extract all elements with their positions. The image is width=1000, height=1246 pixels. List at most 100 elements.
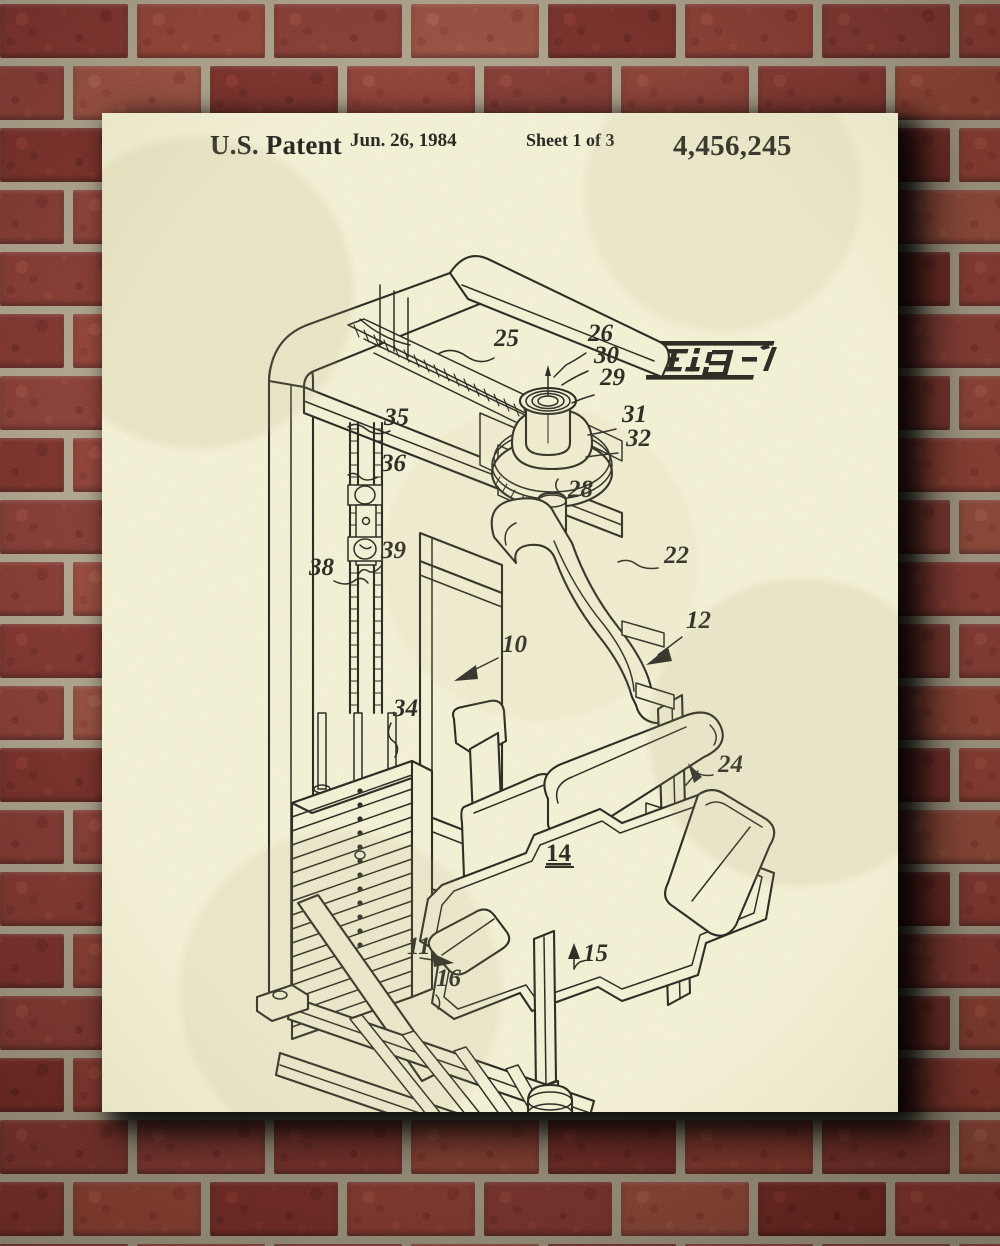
reference-numeral-39: 39 [380,537,407,564]
reference-numeral-28: 28 [567,476,594,503]
brick-row [0,1240,1000,1246]
reference-numeral-12: 12 [686,607,711,634]
reference-numeral-24: 24 [717,751,743,778]
brick [959,376,1000,430]
reference-numeral-31: 31 [621,401,647,428]
brick [0,190,64,244]
seat-pad-assembly [418,699,776,1091]
reference-numeral-34: 34 [392,695,418,722]
brick [895,190,1000,244]
brick [137,1120,265,1174]
brick [959,1120,1000,1174]
brick [548,1244,676,1246]
brick [959,500,1000,554]
brick [895,66,1000,120]
brick [895,810,1000,864]
brick [959,4,1000,58]
brick [347,1182,475,1236]
brick [0,934,64,988]
brick [0,686,64,740]
brick [137,4,265,58]
brick [895,562,1000,616]
brick [959,624,1000,678]
brick [0,4,128,58]
brick-row [0,62,1000,124]
brick [758,1182,886,1236]
brick [895,314,1000,368]
patent-office-label: U.S. Patent [210,130,342,160]
brick [0,66,64,120]
reference-numeral-25: 25 [493,325,519,352]
reference-leaders [333,349,714,1010]
reference-numeral-38: 38 [308,554,335,581]
brick [411,1244,539,1246]
brick [0,1120,128,1174]
brick [73,1182,201,1236]
brick [548,4,676,58]
reference-numeral-11: 11 [407,933,431,960]
machine-base-frame [255,893,596,1112]
reference-arrowheads [419,636,702,970]
brick [895,438,1000,492]
brick [959,1244,1000,1246]
patent-number: 4,456,245 [673,130,792,162]
brick [0,314,64,368]
patent-date: Jun. 26, 1984 [350,130,457,151]
brick [685,1244,813,1246]
brick [895,1182,1000,1236]
brick [959,996,1000,1050]
reference-numeral-35: 35 [383,404,409,431]
brick [822,1244,950,1246]
brick [0,810,64,864]
brick [959,252,1000,306]
brick [822,1120,950,1174]
reference-numeral-30: 30 [593,342,620,369]
brick [959,128,1000,182]
brick [895,686,1000,740]
reference-numeral-29: 29 [599,364,626,391]
brick [274,1244,402,1246]
brick [411,1120,539,1174]
brick [548,1120,676,1174]
patent-header: U.S. Patent Jun. 26, 1984 Sheet 1 of 3 4… [102,130,898,172]
brick [210,66,338,120]
reference-numeral-15: 15 [583,940,608,967]
reference-numeral-26: 26 [587,320,614,347]
brick [0,438,64,492]
sheet-number: Sheet 1 of 3 [526,130,615,150]
brick [685,1120,813,1174]
brick [484,66,612,120]
chain-pulley-column [313,421,401,794]
brick-row [0,1178,1000,1240]
brick [347,66,475,120]
brick [0,562,64,616]
reference-numeral-36: 36 [380,450,407,477]
brick [411,4,539,58]
brick [0,1244,128,1246]
weight-stack [290,759,434,1041]
brick [73,66,201,120]
brick [621,66,749,120]
brick [959,872,1000,926]
brick [0,1182,64,1236]
patent-poster: U.S. Patent Jun. 26, 1984 Sheet 1 of 3 4… [102,113,898,1112]
figure-label [632,335,796,387]
brick [484,1182,612,1236]
brick [959,748,1000,802]
brick [895,934,1000,988]
reference-numeral-16: 16 [436,965,462,992]
brick [621,1182,749,1236]
brick [210,1182,338,1236]
brick [685,4,813,58]
brick-row [0,0,1000,62]
reference-numeral-32: 32 [625,425,651,452]
brick-row [0,1116,1000,1178]
brick [822,4,950,58]
brick [274,4,402,58]
brick [758,66,886,120]
reference-numeral-14: 14 [546,840,572,867]
reference-numeral-10: 10 [502,631,528,658]
